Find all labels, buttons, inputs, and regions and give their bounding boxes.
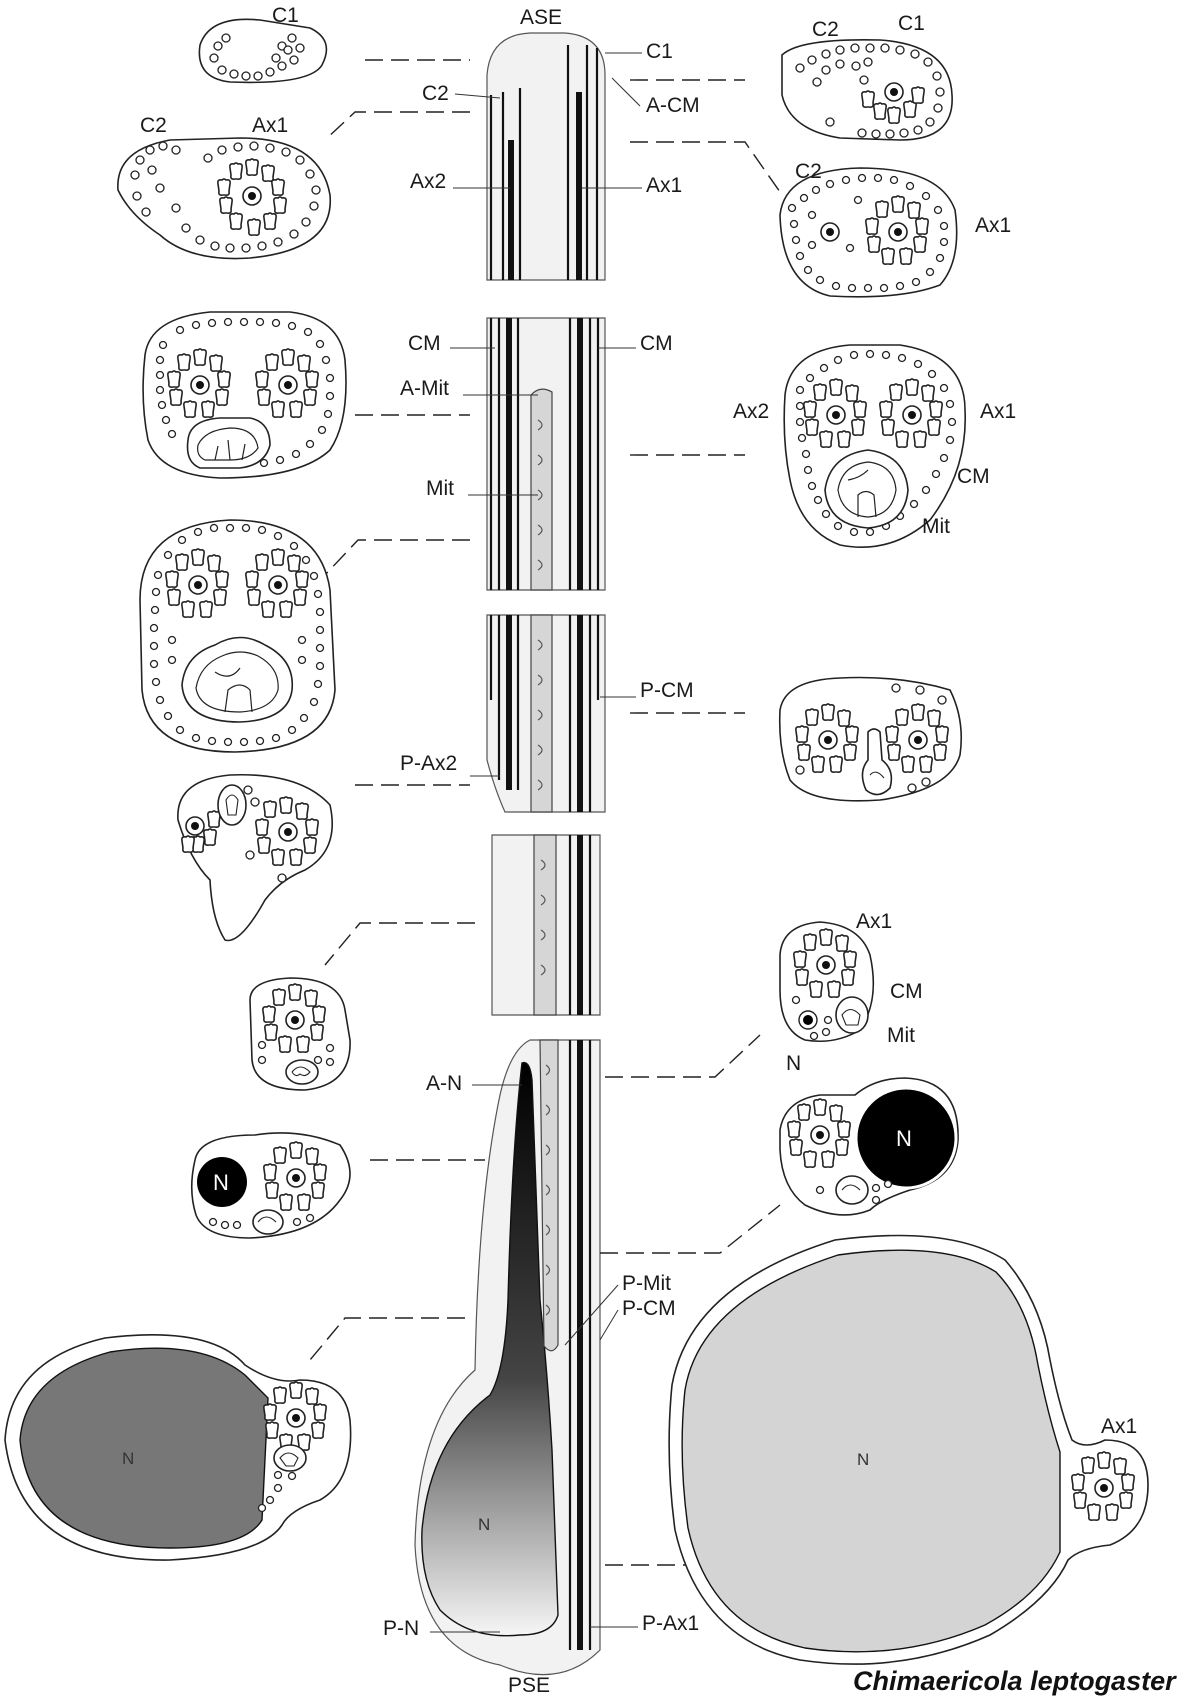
- s3-c1-label: C1: [898, 12, 925, 35]
- species-name: Chimaericola leptogaster: [853, 1666, 1177, 1696]
- mitochondrion-longitudinal: [530, 388, 553, 591]
- s10-n-label: N: [857, 1450, 869, 1469]
- cross-section-c1: C1: [198, 4, 328, 84]
- cross-section-r-dark-nucleus: N: [779, 1077, 959, 1216]
- s4-ax1-label: Ax1: [975, 214, 1011, 237]
- s5-mit-label: Mit: [922, 515, 950, 538]
- c1-label: C1: [646, 40, 673, 63]
- s5-cm-label: CM: [957, 465, 990, 488]
- cross-section-r-two-axonemes: [778, 676, 963, 802]
- a-mit-label: A-Mit: [400, 377, 449, 400]
- nucleus-light: [681, 1249, 1061, 1653]
- cross-section-r-c2-c1: C2 C1: [781, 12, 953, 141]
- mit-label: Mit: [426, 477, 454, 500]
- p-cm-label: P-CM: [640, 679, 694, 702]
- ax1-label: Ax1: [646, 174, 682, 197]
- cross-section-pear: [177, 773, 334, 942]
- ax2-label: Ax2: [410, 170, 446, 193]
- s6-cm-label: CM: [890, 980, 923, 1003]
- s8-n-label: N: [122, 1449, 134, 1468]
- nucleus-dark-r: [854, 1086, 958, 1190]
- cross-section-c2-ax1: C2 Ax1: [117, 114, 332, 260]
- longitudinal-spermatozoon: [414, 32, 606, 1676]
- nucleus-longitudinal: [421, 1061, 559, 1637]
- ase-label: ASE: [520, 6, 562, 29]
- nucleus-dark: [197, 1157, 247, 1207]
- cross-section-r-huge-nucleus: N Ax1: [668, 1234, 1149, 1665]
- s3-c2-label: C2: [812, 18, 839, 41]
- s6-ax1-label: Ax1: [856, 910, 892, 933]
- cross-section-r-ax2-ax1-mit: Ax2 Ax1 CM Mit: [733, 344, 1016, 548]
- s6-mit-label: Mit: [887, 1024, 915, 1047]
- s6-n-label: N: [786, 1052, 801, 1075]
- s1-c1-label: C1: [272, 4, 299, 27]
- cross-section-r-c2-ax1: C2 Ax1: [779, 160, 1011, 298]
- p-ax1-label: P-Ax1: [642, 1612, 699, 1635]
- cm-right-label: CM: [640, 332, 673, 355]
- s7-n-label: N: [213, 1170, 229, 1195]
- s4-c2-label: C2: [795, 160, 822, 183]
- p-ax2-label: P-Ax2: [400, 752, 457, 775]
- cross-section-grey-nucleus: N: [4, 1334, 352, 1561]
- s5-ax2-label: Ax2: [733, 400, 769, 423]
- s2-ax1-label: Ax1: [252, 114, 288, 137]
- pse-label: PSE: [508, 1674, 550, 1697]
- c2-label: C2: [422, 82, 449, 105]
- cross-section-dark-nucleus: N: [190, 1132, 351, 1239]
- cross-section-small-axoneme: [249, 977, 351, 1091]
- n-center-label: N: [478, 1515, 490, 1534]
- cross-section-r-small: Ax1 CM Mit N: [779, 910, 923, 1075]
- section-leaders: [309, 59, 781, 1566]
- a-cm-label: A-CM: [646, 94, 700, 117]
- p-cm2-label: P-CM: [622, 1297, 676, 1320]
- s7-big-ax1-label: Ax1: [1101, 1415, 1137, 1438]
- axis-labels: ASE PSE C1 A-CM C2 Ax2 Ax1 CM CM A-Mit M…: [383, 6, 700, 1697]
- p-n-label: P-N: [383, 1617, 419, 1640]
- nucleus-grey: [19, 1347, 269, 1549]
- cross-section-oval-two-axonemes: [139, 519, 336, 753]
- s5-ax1-label: Ax1: [980, 400, 1016, 423]
- cross-section-two-axonemes-mito: [142, 311, 347, 479]
- cm-left-label: CM: [408, 332, 441, 355]
- s9-n-label: N: [896, 1126, 912, 1151]
- s2-c2-label: C2: [140, 114, 167, 137]
- a-n-label: A-N: [426, 1072, 462, 1095]
- p-mit-label: P-Mit: [622, 1272, 671, 1295]
